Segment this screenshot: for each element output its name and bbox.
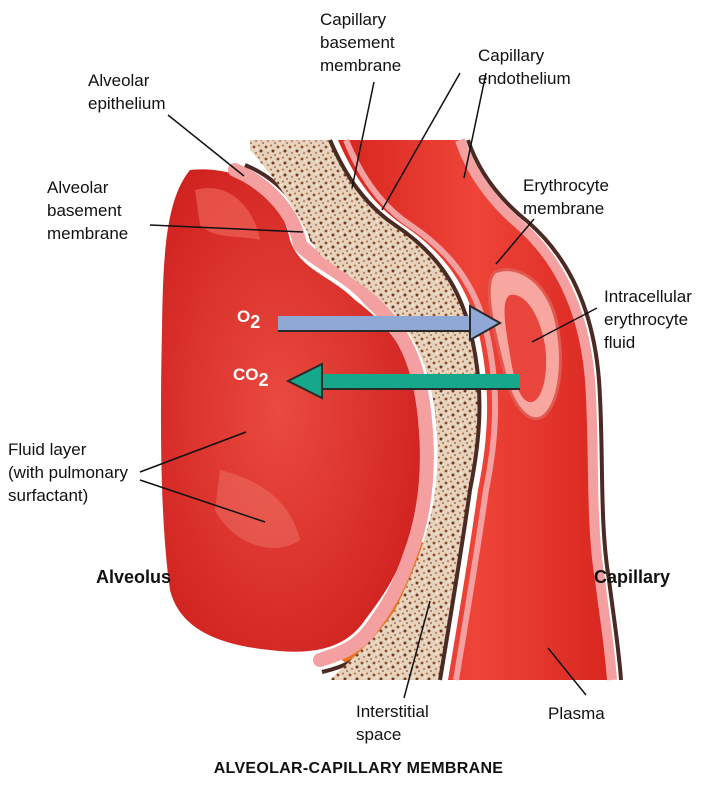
label-line: basement <box>320 31 401 54</box>
label-alveolar-basement-membrane: Alveolar basement membrane <box>47 176 128 245</box>
label-line: Capillary <box>320 8 401 31</box>
label-line: endothelium <box>478 67 571 90</box>
label-line: (with pulmonary <box>8 461 128 484</box>
label-line: Intracellular <box>604 285 692 308</box>
co2-base: CO <box>233 365 259 384</box>
label-line: epithelium <box>88 92 166 115</box>
o2-base: O <box>237 307 250 326</box>
label-line: erythrocyte <box>604 308 692 331</box>
label-fluid-layer: Fluid layer (with pulmonary surfactant) <box>8 438 128 507</box>
label-line: membrane <box>47 222 128 245</box>
label-co2: CO2 <box>233 364 269 385</box>
label-o2: O2 <box>237 306 260 327</box>
diagram-title: ALVEOLAR-CAPILLARY MEMBRANE <box>0 760 717 778</box>
label-line: Alveolar <box>47 176 128 199</box>
o2-sub: 2 <box>250 312 260 332</box>
label-erythrocyte-membrane: Erythrocyte membrane <box>523 174 609 220</box>
label-alveolar-epithelium: Alveolar epithelium <box>88 69 166 115</box>
label-line: Fluid layer <box>8 438 128 461</box>
label-line: membrane <box>320 54 401 77</box>
label-plasma: Plasma <box>548 702 605 725</box>
label-line: Interstitial <box>356 700 429 723</box>
label-alveolus: Alveolus <box>96 566 171 589</box>
co2-sub: 2 <box>259 370 269 390</box>
label-intracellular-erythrocyte-fluid: Intracellular erythrocyte fluid <box>604 285 692 354</box>
label-line: surfactant) <box>8 484 128 507</box>
label-capillary-endothelium: Capillary endothelium <box>478 44 571 90</box>
label-line: basement <box>47 199 128 222</box>
label-line: Erythrocyte <box>523 174 609 197</box>
label-line: membrane <box>523 197 609 220</box>
label-line: fluid <box>604 331 692 354</box>
label-capillary: Capillary <box>594 566 670 589</box>
label-line: space <box>356 723 429 746</box>
label-interstitial-space: Interstitial space <box>356 700 429 746</box>
label-line: Capillary <box>478 44 571 67</box>
label-capillary-basement-membrane: Capillary basement membrane <box>320 8 401 77</box>
label-line: Alveolar <box>88 69 166 92</box>
